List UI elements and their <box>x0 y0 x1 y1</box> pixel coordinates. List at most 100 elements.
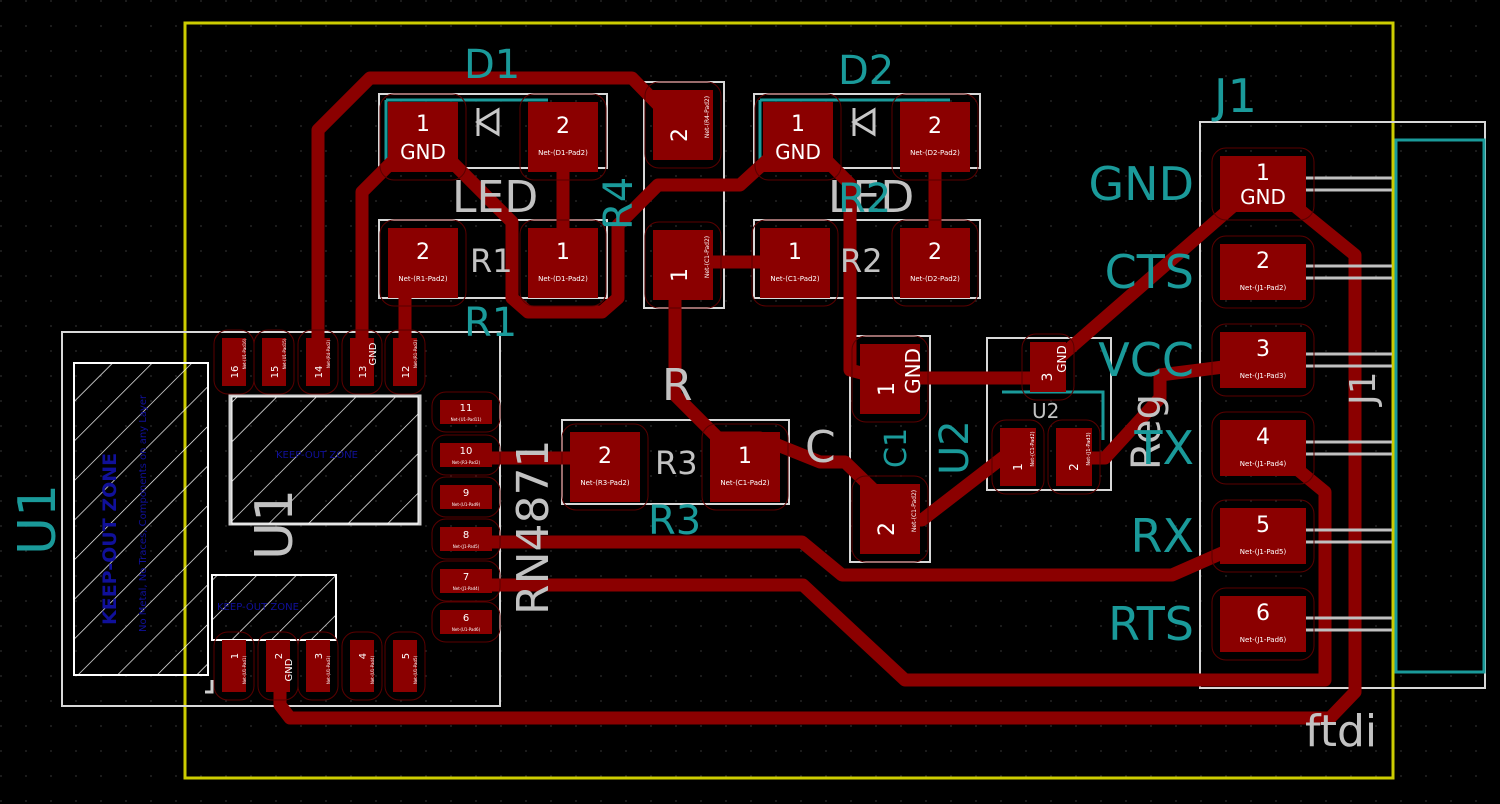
u2-pad-2-number: 2 <box>1067 463 1081 471</box>
j1-pad-3-clearance <box>1211 323 1315 397</box>
r4-pad-2-net: Net-(R4-Pad2) <box>704 96 711 138</box>
u1-bottom-pad-3-clearance <box>297 631 339 701</box>
d2-courtyard <box>753 93 981 169</box>
u1-right-pad-10-net: Net-(R3-Pad2) <box>452 460 481 465</box>
u2-pad-3-number: 3 <box>1040 373 1056 382</box>
r3-value: R3 <box>655 444 698 482</box>
u1-right-pad-9-net: Net-(U1-Pad9) <box>452 502 481 507</box>
d2-ref: D2 <box>838 48 894 94</box>
r2-pad-1-net: Net-(C1-Pad2) <box>770 275 820 283</box>
u1-right-pad-7-copper <box>440 569 492 593</box>
trace-u1p8-j1p5 <box>461 528 1270 582</box>
trace-u2p2-j1p3 <box>1078 355 1270 465</box>
u1-bottom-pad-1-copper <box>222 640 246 692</box>
u1-top-pad-13-number: 13 <box>358 366 369 379</box>
u1-top-pad-13-clearance <box>341 329 383 395</box>
u2-pad-2-clearance <box>1047 419 1101 495</box>
j1-pad-2-number: 2 <box>1256 249 1270 274</box>
u1-ref: U1 <box>8 484 68 555</box>
u1-pin1-mark <box>205 680 214 694</box>
r4-pad-1-net: Net-(C1-Pad2) <box>704 236 711 278</box>
j1-pad-2-copper <box>1220 244 1306 300</box>
d1-pad-1-clearance <box>379 93 467 181</box>
d2-pad-2-clearance <box>891 93 979 181</box>
d2-pad-2-net: Net-(D2-Pad2) <box>910 149 960 157</box>
j1-pad-1-copper <box>1220 156 1306 212</box>
u1-top-pad-12-number: 12 <box>401 366 412 379</box>
d2-pad-1-net: GND <box>775 140 821 164</box>
u1-bottom-pad-5-clearance <box>384 631 426 701</box>
u1-top-pad-15-clearance <box>253 329 295 395</box>
r1-pad-1-net: Net-(D1-Pad2) <box>538 275 588 283</box>
r3-pad-1-net: Net-(C1-Pad2) <box>720 479 770 487</box>
diode-symbols <box>475 107 876 137</box>
u1-right-pad-11-clearance <box>431 391 501 433</box>
trace-r4p1-c1p2 <box>668 255 1022 527</box>
d1-pad-2-clearance <box>519 93 607 181</box>
c1-pad-2-copper <box>860 484 920 554</box>
u1-bottom-pad-1-number: 1 <box>230 653 241 659</box>
u2-ref: U2 <box>932 420 978 475</box>
keepout-upper-label: KEEP-OUT ZONE <box>276 450 358 461</box>
reference-labels: D1 D2 R1 R2 R3 R4 C1 U2 U1 J1 GND CTS VC… <box>8 42 1257 651</box>
d2-pad-1-copper <box>763 102 833 172</box>
u1-bottom-pad-4-net: Net-(U1-Pad4) <box>370 655 375 684</box>
u1-top-pad-15-number: 15 <box>270 366 281 379</box>
d1-symbol <box>475 107 500 137</box>
u1-right-pad-10-copper <box>440 443 492 467</box>
j1-pad-4-clearance <box>1211 411 1315 485</box>
u1-bottom-pad-3-number: 3 <box>314 653 325 659</box>
d1-pad-1-number: 1 <box>416 112 430 137</box>
u1-top-pad-16-copper <box>222 338 246 386</box>
u1-top-pad-13-net: GND <box>368 342 379 365</box>
j1-pin-lines <box>1306 176 1392 632</box>
c1-value: C <box>805 422 836 473</box>
u1-right-pad-8-copper <box>440 527 492 551</box>
r2-value: R2 <box>840 242 883 280</box>
j1-label-4: TX <box>1133 421 1194 475</box>
j1-pad-1-number: 1 <box>1256 161 1270 186</box>
u1-right-pad-9-number: 9 <box>463 488 469 499</box>
r4-pad-2-clearance <box>644 81 722 169</box>
